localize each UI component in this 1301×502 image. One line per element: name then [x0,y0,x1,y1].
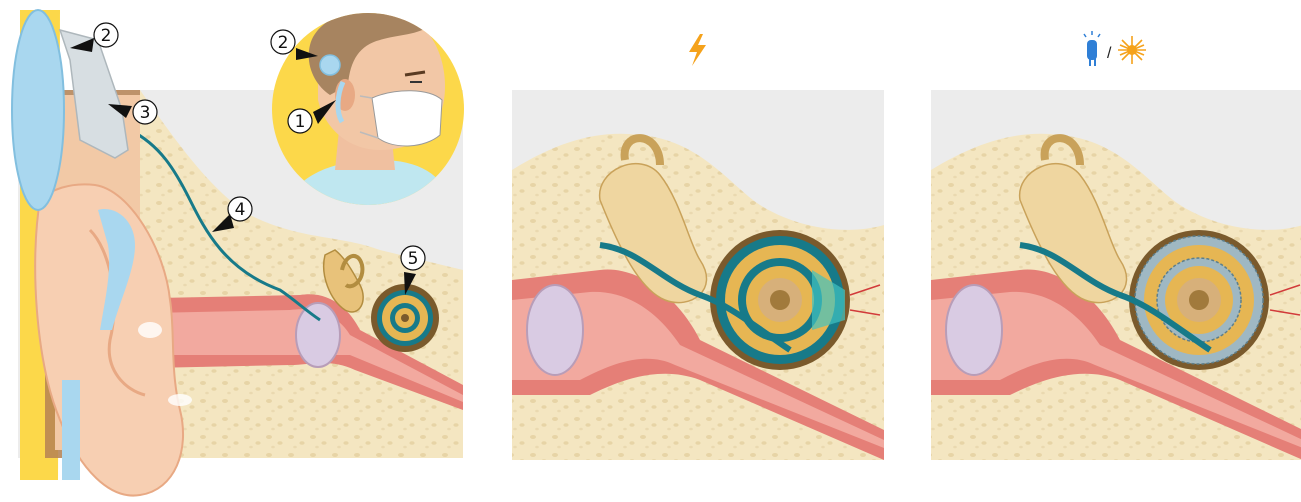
laser-burst-icon [1118,36,1146,64]
svg-text:4: 4 [235,200,246,220]
transmitter-coil [12,10,64,210]
eardrum [296,303,340,367]
optical-stimulation-panel: / [931,31,1301,460]
symbol-separator: / [1107,45,1112,62]
svg-text:2: 2 [101,26,112,46]
electric-stimulation-panel [512,34,884,460]
svg-text:1: 1 [295,112,306,132]
led-icon [1084,31,1100,66]
lightning-bolt-icon [689,34,706,66]
svg-text:2: 2 [278,33,289,53]
svg-text:5: 5 [408,249,419,269]
svg-text:3: 3 [140,103,151,123]
